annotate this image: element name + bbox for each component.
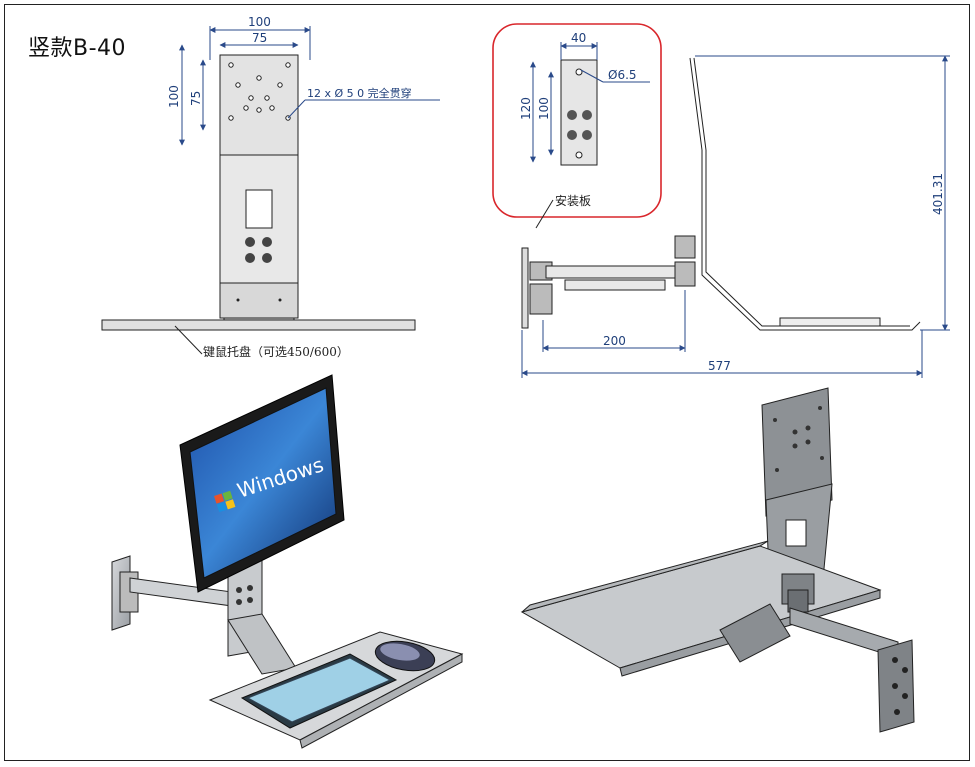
iso-upright-plate [761, 387, 833, 517]
drawing-frame [4, 4, 970, 761]
keyboard-tray [101, 319, 416, 331]
side-view: 401.31 200 577 [521, 55, 950, 378]
iso-view-monitor: Windows [111, 374, 464, 749]
arm [545, 265, 687, 279]
dim-plate-height-outer: 120 [519, 97, 533, 120]
dim-total-depth: 577 [708, 359, 731, 373]
dim-top-inner: 75 [252, 31, 267, 45]
dim-top-outer: 100 [248, 15, 271, 29]
vesa-plate [219, 54, 299, 156]
dim-plate-height-inner: 100 [537, 97, 551, 120]
iso-view-bare [520, 387, 915, 733]
detail-highlight-box [492, 23, 662, 218]
dim-plate-width: 40 [571, 31, 586, 45]
hole-note: 12 x Ø 5 0 完全贯穿 [307, 86, 412, 100]
front-view: 100 75 100 75 12 x Ø 5 0 完全贯穿 键鼠托盘（可选450… [101, 15, 440, 359]
tray-note: 键鼠托盘（可选450/600） [203, 344, 349, 359]
mount-plate-label: 安装板 [555, 193, 591, 208]
dim-left-inner: 75 [189, 91, 203, 106]
plate-hole-dia: Ø6.5 [608, 68, 637, 82]
monitor-screen [189, 387, 337, 579]
dim-left-outer: 100 [167, 85, 181, 108]
adjust-knobs [245, 237, 272, 263]
dim-arm-length: 200 [603, 334, 626, 348]
cable-window [245, 189, 273, 229]
mount-plate [560, 59, 598, 166]
dim-side-height: 401.31 [931, 173, 945, 215]
windows-logo-icon [214, 490, 236, 513]
product-title: 竖款B-40 [28, 36, 127, 61]
mount-plate-detail: 40 120 100 Ø6.5 安装板 [492, 23, 662, 229]
